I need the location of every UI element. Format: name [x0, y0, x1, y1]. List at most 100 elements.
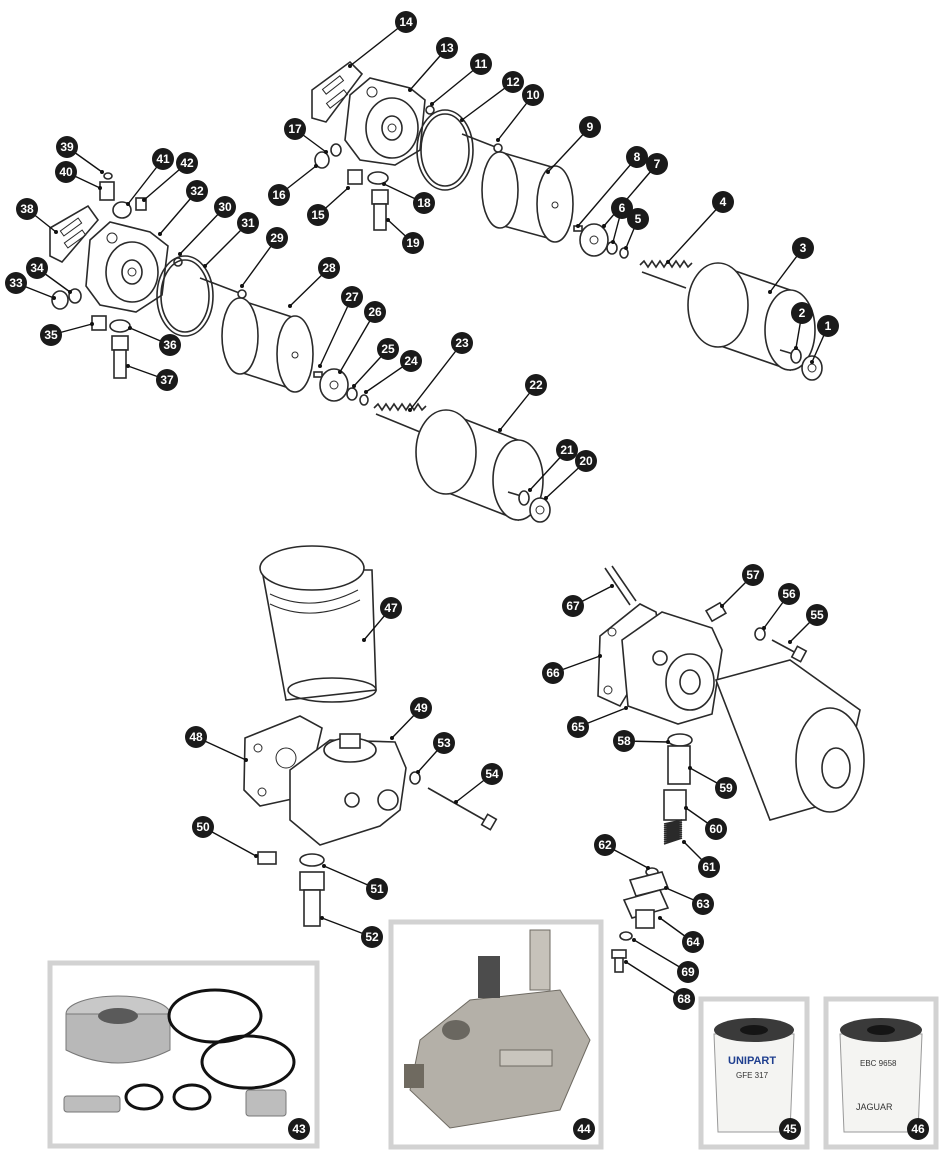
left-filter-assembly [49, 172, 551, 523]
callout-number-24: 24 [404, 354, 418, 368]
callout-circle-33 [5, 272, 27, 294]
callout-number-14: 14 [399, 15, 413, 29]
callout-badge-32: 32 [186, 180, 208, 202]
callout-circle-4 [712, 191, 734, 213]
leader-arrowhead-7 [602, 224, 606, 228]
leader-arrowhead-42 [142, 198, 146, 202]
callout-circle-14 [395, 11, 417, 33]
leader-arrowhead-47 [362, 638, 366, 642]
callout-badge-23: 23 [451, 332, 473, 354]
callout-number-50: 50 [196, 820, 210, 834]
callout-badge-31: 31 [237, 212, 259, 234]
leader-arrowhead-17 [324, 150, 328, 154]
leader-arrowhead-1 [810, 360, 814, 364]
leader-arrowhead-20 [544, 496, 548, 500]
callout-circle-49 [410, 697, 432, 719]
part-gasket-38 [49, 204, 100, 263]
part-sleeve-59 [667, 745, 691, 785]
callout-number-35: 35 [44, 328, 58, 342]
leader-line-7 [603, 163, 658, 227]
leader-line-23 [409, 342, 463, 411]
part-housing-13 [344, 77, 426, 166]
leader-arrowhead-41 [126, 202, 130, 206]
callout-badge-57: 57 [742, 564, 764, 586]
callout-number-2: 2 [799, 306, 806, 320]
callout-circle-61 [698, 856, 720, 878]
callout-badge-59: 59 [715, 777, 737, 799]
callout-badge-41: 41 [152, 148, 174, 170]
part-washer-34 [68, 288, 82, 304]
callout-leaders [15, 21, 829, 1000]
callout-number-8: 8 [634, 150, 641, 164]
callout-badge-22: 22 [525, 374, 547, 396]
callout-number-37: 37 [160, 373, 174, 387]
leader-line-26 [339, 311, 376, 373]
callout-circle-38 [16, 198, 38, 220]
callout-number-52: 52 [365, 930, 379, 944]
part-cap-64 [622, 889, 670, 929]
callout-number-47: 47 [384, 601, 398, 615]
leader-arrowhead-55 [788, 640, 792, 644]
callout-circle-29 [266, 227, 288, 249]
callout-badge-52: 52 [361, 926, 383, 948]
callout-circle-58 [613, 730, 635, 752]
callout-circle-48 [185, 726, 207, 748]
callout-number-18: 18 [417, 196, 431, 210]
callout-badge-15: 15 [307, 204, 329, 226]
callout-circle-16 [268, 184, 290, 206]
part-element-9 [481, 150, 574, 243]
part-oring-36 [109, 319, 131, 333]
leader-arrowhead-37 [126, 364, 130, 368]
callout-badge-63: 63 [692, 893, 714, 915]
callout-number-31: 31 [241, 216, 255, 230]
callout-badge-16: 16 [268, 184, 290, 206]
callout-circle-22 [525, 374, 547, 396]
leader-arrowhead-62 [646, 866, 650, 870]
callout-badge-60: 60 [705, 818, 727, 840]
callout-badge-42: 42 [176, 152, 198, 174]
callout-number-55: 55 [810, 608, 824, 622]
callout-badge-39: 39 [56, 136, 78, 158]
callout-badge-47: 47 [380, 597, 402, 619]
leader-arrowhead-54 [454, 800, 458, 804]
callout-circle-68 [673, 988, 695, 1010]
callout-badge-36: 36 [159, 334, 181, 356]
part-washer-53 [409, 771, 421, 785]
callout-circle-45 [779, 1118, 801, 1140]
callout-circle-46 [907, 1118, 929, 1140]
callout-circle-26 [364, 301, 386, 323]
callout-number-28: 28 [322, 261, 336, 275]
callout-number-13: 13 [440, 41, 454, 55]
leader-arrowhead-48 [244, 758, 248, 762]
callout-circle-3 [792, 237, 814, 259]
callout-badge-24: 24 [400, 350, 422, 372]
leader-arrowhead-24 [364, 390, 368, 394]
leader-arrowhead-25 [352, 384, 356, 388]
callout-badge-49: 49 [410, 697, 432, 719]
callout-badge-38: 38 [16, 198, 38, 220]
callout-circle-43 [288, 1118, 310, 1140]
callout-circle-51 [366, 878, 388, 900]
callout-circle-65 [567, 716, 589, 738]
leader-arrowhead-9 [546, 170, 550, 174]
leader-arrowhead-64 [658, 916, 662, 920]
part-plug-41 [112, 201, 132, 219]
callout-badge-12: 12 [502, 71, 524, 93]
callout-badge-3: 3 [792, 237, 814, 259]
callout-number-62: 62 [598, 838, 612, 852]
callout-badge-26: 26 [364, 301, 386, 323]
part-fitting-35 [91, 315, 107, 331]
leader-line-68 [625, 961, 685, 1000]
part-plug-42 [135, 197, 147, 211]
callout-number-4: 4 [720, 195, 727, 209]
part-seal-12 [416, 109, 474, 191]
callout-circle-28 [318, 257, 340, 279]
callout-badge-33: 33 [5, 272, 27, 294]
callout-number-44: 44 [577, 1122, 591, 1136]
callout-badge-64: 64 [682, 931, 704, 953]
callout-number-12: 12 [506, 75, 520, 89]
part-plug-50 [257, 851, 277, 865]
part-washer-11 [425, 105, 435, 115]
leader-arrowhead-12 [460, 118, 464, 122]
